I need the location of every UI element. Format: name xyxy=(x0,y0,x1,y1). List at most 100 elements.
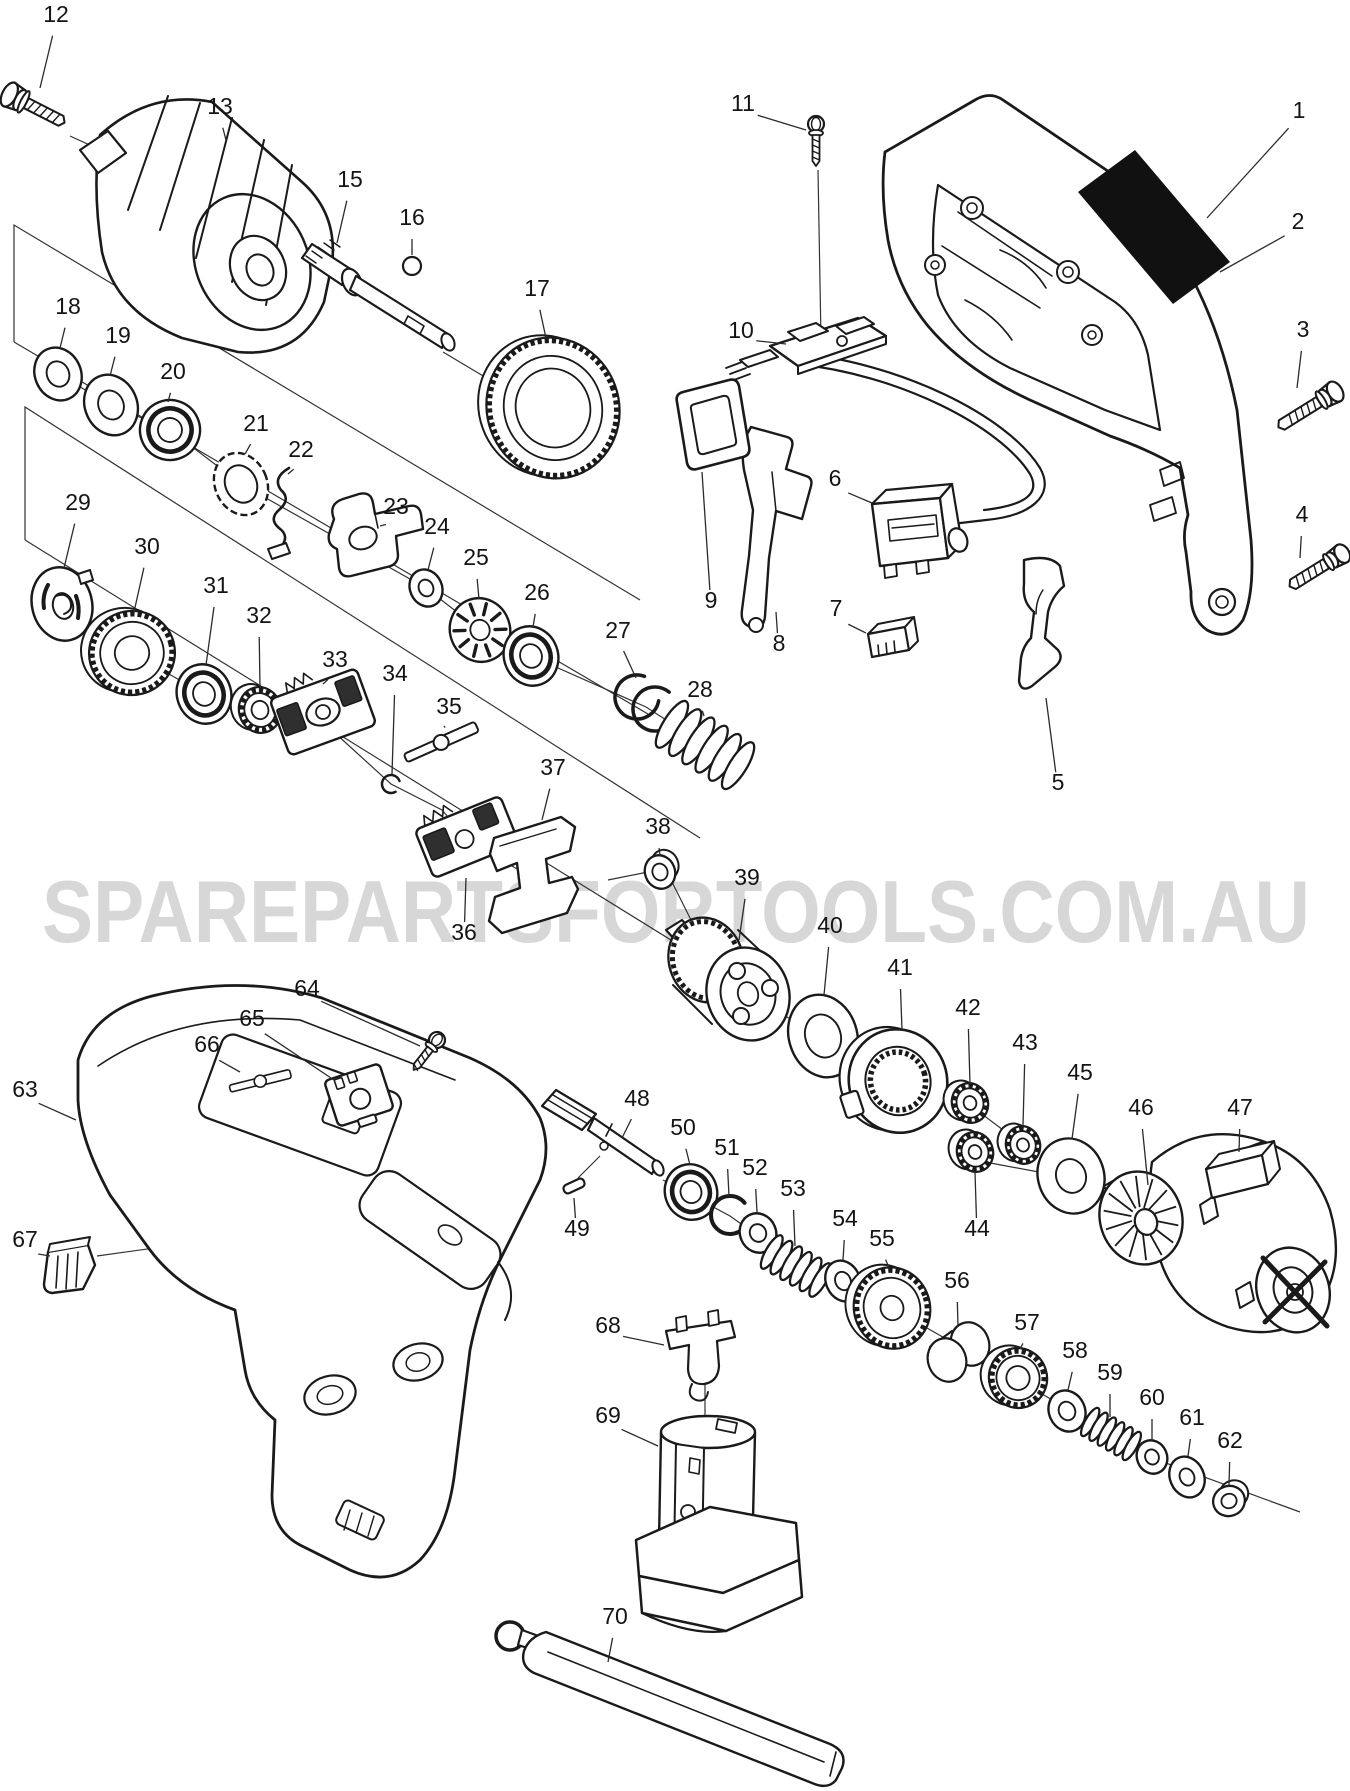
part-63-housing-left-half xyxy=(76,984,548,1579)
part-label-65: 65 xyxy=(239,1005,265,1031)
part-label-18: 18 xyxy=(55,293,81,319)
part-36-gear-carrier-block xyxy=(415,796,519,878)
part-label-36: 36 xyxy=(451,919,477,945)
part-label-70: 70 xyxy=(602,1603,628,1629)
part-60-flat-washer xyxy=(1135,1439,1169,1475)
part-39-clutch-gear-assembly xyxy=(664,916,791,1042)
part-label-61: 61 xyxy=(1179,1404,1205,1430)
part-59-compression-spring xyxy=(1079,1406,1143,1462)
part-label-6: 6 xyxy=(829,465,842,491)
part-30-spur-gear xyxy=(80,606,177,697)
part-11-plate-screw xyxy=(806,114,826,167)
part-17-final-gear xyxy=(477,334,621,480)
part-1-name-plate xyxy=(1078,150,1230,304)
part-label-62: 62 xyxy=(1217,1427,1243,1453)
part-64-lock-plate-screw xyxy=(412,1030,447,1072)
part-34-snap-ring xyxy=(380,773,401,795)
part-label-37: 37 xyxy=(540,754,566,780)
part-58-flat-washer xyxy=(1047,1389,1087,1433)
part-42-planet-pinion xyxy=(942,1079,990,1124)
part-label-41: 41 xyxy=(887,954,913,980)
part-22-wire-spring xyxy=(267,466,291,560)
part-label-21: 21 xyxy=(243,410,269,436)
part-70-hand-strap xyxy=(494,1620,845,1788)
part-label-44: 44 xyxy=(964,1215,990,1241)
labels-layer: 1234567891011121315161718192021222324252… xyxy=(12,1,1309,1629)
part-label-11: 11 xyxy=(731,90,755,116)
part-label-67: 67 xyxy=(12,1226,38,1252)
part-44-planet-pinion xyxy=(947,1128,995,1173)
part-label-2: 2 xyxy=(1292,208,1305,234)
part-50-ball-bearing xyxy=(663,1163,719,1221)
part-56-roller-sleeve xyxy=(926,1321,991,1383)
part-51-retaining-clip xyxy=(709,1194,747,1236)
part-label-20: 20 xyxy=(160,358,186,384)
part-21-lock-washer xyxy=(212,451,270,517)
part-20-ball-bearing xyxy=(138,398,202,462)
part-label-43: 43 xyxy=(1012,1029,1038,1055)
part-label-56: 56 xyxy=(944,1267,970,1293)
part-66-lock-spring xyxy=(228,1069,292,1093)
part-label-52: 52 xyxy=(742,1154,768,1180)
part-8-reverse-lever xyxy=(740,425,813,633)
part-13-drill-chuck xyxy=(78,95,335,354)
part-label-58: 58 xyxy=(1062,1337,1088,1363)
part-label-49: 49 xyxy=(564,1215,590,1241)
part-41-internal-ring-gear xyxy=(838,1025,949,1135)
part-43-planet-pinion xyxy=(996,1122,1042,1165)
part-label-39: 39 xyxy=(734,864,760,890)
part-55-clutch-spur-gear xyxy=(844,1263,932,1350)
part-48-output-shaft xyxy=(540,1088,665,1177)
part-label-5: 5 xyxy=(1052,769,1065,795)
part-label-40: 40 xyxy=(817,912,843,938)
part-12-chuck-bolt xyxy=(0,81,66,127)
part-27-c-ring xyxy=(613,673,661,721)
part-19-flat-washer xyxy=(82,373,140,437)
part-label-30: 30 xyxy=(134,533,160,559)
part-label-27: 27 xyxy=(605,617,631,643)
part-label-8: 8 xyxy=(773,630,786,656)
part-label-48: 48 xyxy=(624,1085,650,1111)
part-label-25: 25 xyxy=(463,544,489,570)
part-31-ball-bearing xyxy=(175,663,233,725)
part-label-29: 29 xyxy=(65,489,91,515)
part-label-9: 9 xyxy=(705,587,718,613)
part-6-switch-block xyxy=(788,350,1046,579)
part-label-22: 22 xyxy=(288,436,314,462)
part-29-cam-plate xyxy=(30,566,94,642)
part-26-ball-bearing xyxy=(502,625,560,687)
parts-layer xyxy=(0,81,1350,1788)
part-68-terminal-clip xyxy=(664,1309,737,1402)
part-label-13: 13 xyxy=(207,93,233,119)
part-7-small-block xyxy=(866,616,919,659)
part-9-switch-boot xyxy=(675,378,751,471)
part-label-4: 4 xyxy=(1296,501,1309,527)
part-label-16: 16 xyxy=(399,204,425,230)
part-62-sleeve-bushing xyxy=(1211,1479,1250,1518)
leader-lines xyxy=(38,35,1303,1663)
part-label-45: 45 xyxy=(1067,1059,1093,1085)
part-label-19: 19 xyxy=(105,322,131,348)
part-label-69: 69 xyxy=(595,1402,621,1428)
part-label-51: 51 xyxy=(714,1134,740,1160)
part-label-38: 38 xyxy=(645,813,671,839)
part-57-spur-gear xyxy=(979,1344,1049,1410)
part-15-spindle xyxy=(300,239,456,352)
part-label-42: 42 xyxy=(955,994,981,1020)
part-label-46: 46 xyxy=(1128,1094,1154,1120)
part-label-68: 68 xyxy=(595,1312,621,1338)
part-10-contact-plate xyxy=(725,316,888,381)
part-37-spacer-plate xyxy=(487,815,580,935)
part-40-cam-washer xyxy=(786,993,860,1079)
part-label-33: 33 xyxy=(322,646,348,672)
part-label-57: 57 xyxy=(1014,1309,1040,1335)
part-label-54: 54 xyxy=(832,1205,858,1231)
part-49-shaft-key xyxy=(562,1177,586,1195)
part-label-3: 3 xyxy=(1297,316,1310,342)
part-16-steel-ball xyxy=(401,255,423,277)
part-18-flat-washer xyxy=(33,346,83,402)
part-label-17: 17 xyxy=(524,275,550,301)
part-23-shift-bracket xyxy=(327,492,425,578)
